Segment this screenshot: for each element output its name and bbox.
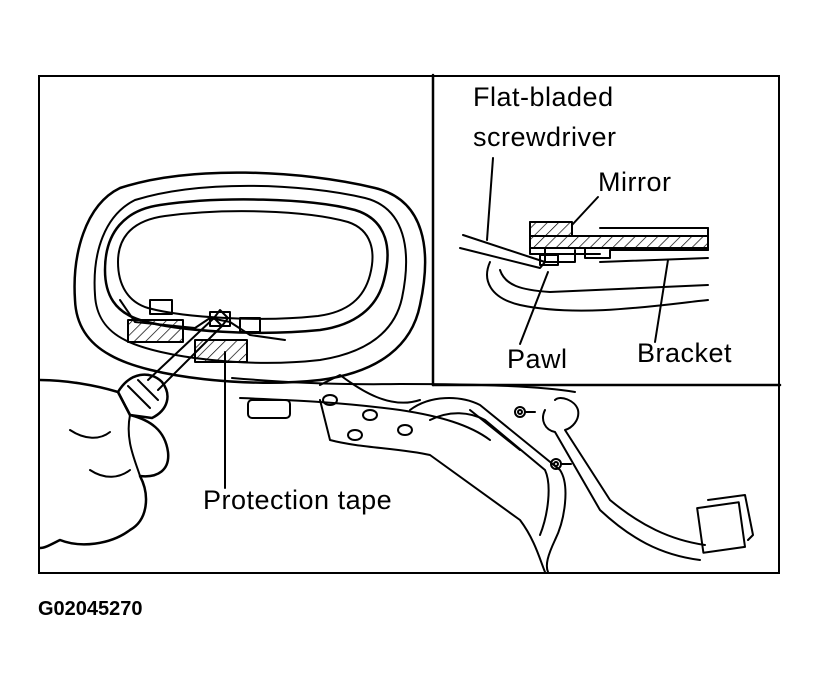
door-panel xyxy=(231,374,576,573)
label-mirror: Mirror xyxy=(598,167,672,197)
screwdriver xyxy=(116,309,229,420)
label-screwdriver: screwdriver xyxy=(473,122,617,152)
inset-leaders xyxy=(486,157,669,345)
label-flat-bladed: Flat-bladed xyxy=(473,82,614,112)
label-protection-tape: Protection tape xyxy=(203,485,393,515)
mounting-bolts xyxy=(514,406,572,470)
label-pawl: Pawl xyxy=(507,344,568,374)
mirror-base-bracket xyxy=(409,397,567,573)
figure-code: G02045270 xyxy=(38,598,143,620)
hand xyxy=(38,378,170,550)
mirror-glass xyxy=(103,198,389,334)
door-mirror-housing xyxy=(73,171,427,384)
label-bracket: Bracket xyxy=(637,338,733,368)
protection-tape-strips xyxy=(127,319,248,363)
harness-connector xyxy=(542,397,754,561)
inset-cross-section xyxy=(431,73,782,387)
